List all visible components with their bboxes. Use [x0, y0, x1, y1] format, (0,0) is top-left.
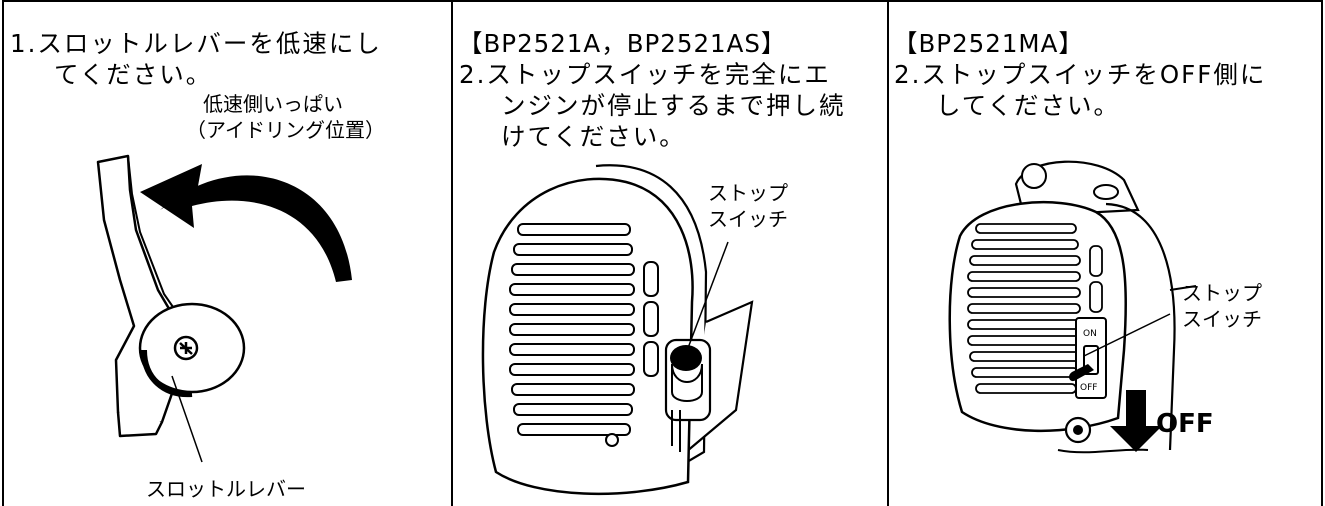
step-1-line-2: てください。: [54, 60, 213, 89]
stop-switch-toggle-line-2: スイッチ: [1182, 307, 1262, 331]
off-direction-label: OFF: [1156, 409, 1214, 439]
step-2-push-line-3: けてください。: [501, 122, 686, 151]
engine-cover-toggle-switch-illustration: ON OFF: [938, 150, 1198, 460]
curved-arrow-icon: [140, 164, 352, 282]
idle-position-label: 低速側いっぱい （アイドリング位置）: [186, 91, 385, 143]
frame-left-rule: [2, 0, 4, 506]
idle-position-line-1: 低速側いっぱい: [203, 92, 343, 116]
step-2-toggle-line-1: 2.ストップスイッチをOFF側に: [894, 60, 1267, 89]
frame-right-rule: [1321, 0, 1323, 506]
stop-switch-label-toggle: ストップ スイッチ: [1182, 280, 1262, 332]
throttle-lever-label: スロットルレバー: [146, 477, 306, 501]
down-arrow-icon: [1110, 390, 1162, 452]
stop-switch-push-line-1: ストップ: [708, 181, 788, 205]
model-label-ma: 【BP2521MA】: [893, 29, 1084, 58]
idle-position-line-2: （アイドリング位置）: [186, 118, 385, 142]
divider-rule-2: [887, 0, 889, 506]
throttle-lever-illustration: [60, 150, 390, 468]
model-label-a-as: 【BP2521A，BP2521AS】: [458, 29, 787, 58]
svg-text:ON: ON: [1083, 329, 1097, 339]
step-2-toggle-text: 2.ストップスイッチをOFF側に してください。: [894, 59, 1266, 121]
step-2-push-text: 2.ストップスイッチを完全にエ ンジンが停止するまで押し続 けてください。: [459, 59, 846, 152]
step-2-push-line-1: 2.ストップスイッチを完全にエ: [459, 60, 831, 89]
engine-cover-push-switch-illustration: [466, 152, 766, 502]
frame-top-rule: [2, 0, 1323, 2]
svg-text:OFF: OFF: [1080, 383, 1097, 393]
stop-switch-push-line-2: スイッチ: [708, 207, 788, 231]
step-1-text: 1.スロットルレバーを低速にし てください。: [10, 28, 382, 90]
step-2-push-line-2: ンジンが停止するまで押し続: [501, 91, 846, 120]
divider-rule-1: [451, 0, 453, 506]
stop-switch-toggle-line-1: ストップ: [1182, 281, 1262, 305]
step-1-line-1: 1.スロットルレバーを低速にし: [10, 29, 382, 58]
step-2-toggle-line-2: してください。: [936, 91, 1121, 120]
stop-switch-label-push: ストップ スイッチ: [708, 180, 788, 232]
